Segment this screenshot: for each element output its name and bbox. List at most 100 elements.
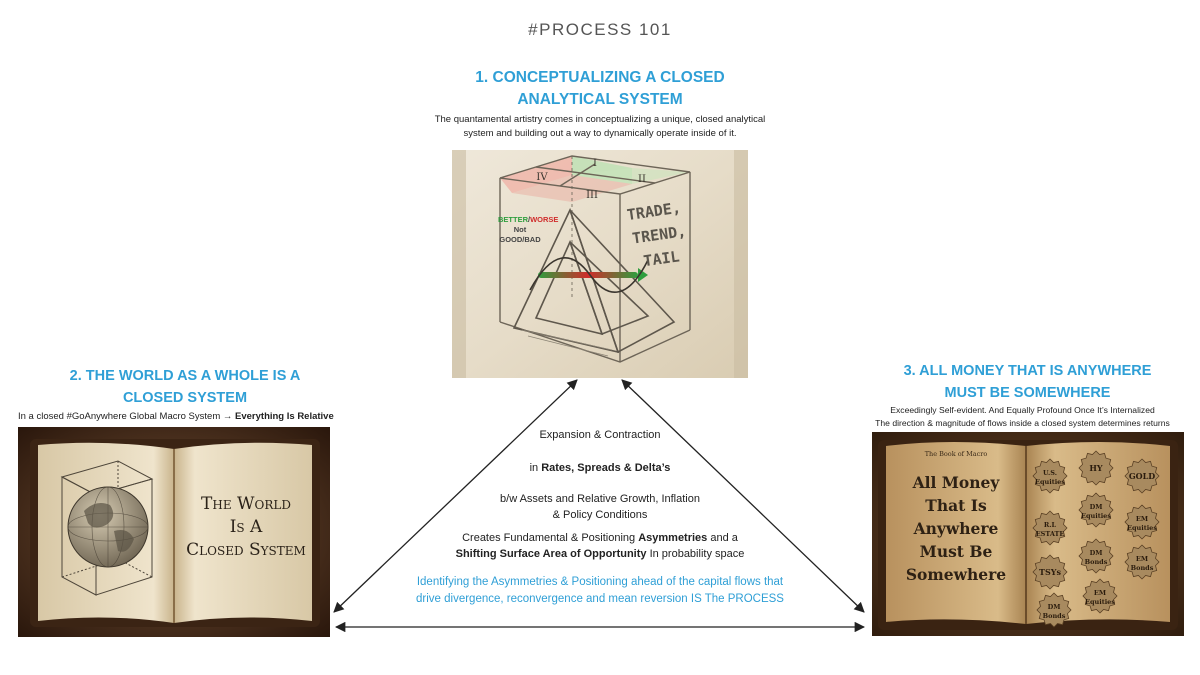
money-line2: That Is	[925, 496, 987, 515]
section1-heading: 1. CONCEPTUALIZING A CLOSED ANALYTICAL S…	[400, 67, 800, 111]
gear-label: Bonds	[1085, 558, 1108, 566]
money-line3: Anywhere	[913, 519, 999, 538]
gear-label: U.S.	[1043, 469, 1057, 477]
center-line4a: Creates Fundamental & Positioning Asymme…	[330, 530, 870, 546]
gear-label: DM	[1048, 603, 1061, 611]
asset-gear: U.S.Equities	[1032, 458, 1068, 494]
numeral-iv: IV	[536, 172, 548, 183]
center-line5: Identifying the Asymmetries & Positionin…	[330, 574, 870, 608]
center-line3a: b/w Assets and Relative Growth, Inflatio…	[500, 493, 700, 505]
gear-label: Equities	[1085, 598, 1115, 606]
numeral-i: I	[593, 158, 597, 169]
center-line4-suffix: In probability space	[646, 548, 745, 560]
gear-shape	[1032, 458, 1068, 494]
center-line5a: Identifying the Asymmetries & Positionin…	[416, 576, 784, 588]
center-line4-bold2: Shifting Surface Area of Opportunity	[455, 548, 647, 560]
center-line2-prefix: in	[529, 462, 542, 474]
not-label: Not	[514, 225, 527, 234]
center-line5b: drive divergence, reconvergence and mean…	[416, 593, 784, 605]
gear-shape	[1036, 592, 1072, 628]
gear-label: Equities	[1035, 478, 1065, 486]
center-line2-bold: Rates, Spreads & Delta’s	[541, 462, 671, 474]
section3-heading-line1: 3. ALL MONEY THAT IS ANYWHERE	[903, 363, 1152, 379]
gear-label: Equities	[1127, 524, 1157, 532]
gear-label: GOLD	[1129, 471, 1155, 481]
section2-heading: 2. THE WORLD AS A WHOLE IS A CLOSED SYST…	[30, 365, 340, 409]
world-line1: The World	[201, 494, 291, 514]
gear-label: DM	[1090, 503, 1103, 511]
numeral-ii: II	[638, 174, 646, 185]
gear-label: R.L	[1044, 521, 1057, 529]
gear-label: EM	[1136, 555, 1148, 563]
worse-label: WORSE	[530, 215, 558, 224]
asset-gear: TSYs	[1032, 554, 1068, 590]
good-bad-label: GOOD/BAD	[499, 235, 541, 244]
better-worse-label: BETTER/WORSE	[498, 215, 558, 224]
world-line3: Closed System	[186, 540, 306, 560]
money-line4: Must Be	[920, 542, 993, 561]
section1-desc-line1: The quantamental artistry comes in conce…	[434, 114, 766, 125]
gear-shape	[1124, 458, 1160, 494]
section1-heading-line1: 1. CONCEPTUALIZING A CLOSED	[475, 69, 725, 86]
gear-label: EM	[1136, 515, 1148, 523]
gear-shape	[1124, 544, 1160, 580]
center-line2: in Rates, Spreads & Delta’s	[330, 460, 870, 476]
page-title: #PROCESS 101	[528, 20, 672, 39]
section2-description: In a closed #GoAnywhere Global Macro Sys…	[18, 410, 378, 424]
section2-desc-prefix: In a closed #GoAnywhere Global Macro Sys…	[18, 411, 236, 422]
gear-shape	[1124, 504, 1160, 540]
section2-heading-line1: 2. THE WORLD AS A WHOLE IS A	[69, 368, 301, 384]
better-label: BETTER	[498, 215, 529, 224]
world-book-image: The World Is A Closed System	[18, 427, 330, 637]
book-of-macro-image: The Book of Macro All Money That Is Anyw…	[872, 432, 1184, 636]
center-line1: Expansion & Contraction	[539, 429, 661, 441]
section3-desc-line2: The direction & magnitude of flows insid…	[875, 418, 1170, 428]
numeral-iii: III	[586, 190, 598, 201]
asset-gear: GOLD	[1124, 458, 1160, 494]
gear-shape	[1032, 510, 1068, 546]
gear-label: HY	[1089, 463, 1103, 473]
center-line4-bold1: Asymmetries	[638, 532, 708, 544]
section1-desc-line2: system and building out a way to dynamic…	[463, 128, 737, 139]
gear-shape	[1082, 578, 1118, 614]
gear-label: Bonds	[1131, 564, 1154, 572]
center-line3: b/w Assets and Relative Growth, Inflatio…	[330, 491, 870, 523]
gear-shape	[1078, 450, 1114, 486]
center-line4b: Shifting Surface Area of Opportunity In …	[330, 546, 870, 562]
closed-system-cube-image: I II III IV BETTER/WORSE Not GOOD/BAD TR…	[452, 150, 748, 378]
gear-label: DM	[1090, 549, 1103, 557]
gear-label: Equities	[1081, 512, 1111, 520]
center-line4: Creates Fundamental & Positioning Asymme…	[330, 530, 870, 562]
section2-heading-line2: CLOSED SYSTEM	[122, 390, 248, 406]
gear-label: TSYs	[1039, 567, 1061, 577]
gear-label: EM	[1094, 589, 1106, 597]
gear-label: Bonds	[1043, 612, 1066, 620]
gear-shape	[1078, 492, 1114, 528]
section3-desc-line1: Exceedingly Self-evident. And Equally Pr…	[890, 405, 1155, 415]
gear-label: ESTATE	[1036, 530, 1065, 538]
section2-desc-bold: Everything Is Relative	[235, 411, 334, 422]
money-line1: All Money	[912, 473, 1001, 492]
book-title: The Book of Macro	[925, 450, 988, 458]
center-line4-mid: and a	[707, 532, 738, 544]
section3-heading: 3. ALL MONEY THAT IS ANYWHERE MUST BE SO…	[875, 360, 1180, 404]
section1-heading-line2: ANALYTICAL SYSTEM	[517, 91, 683, 108]
center-line4-prefix: Creates Fundamental & Positioning	[462, 532, 639, 544]
section1-description: The quantamental artistry comes in conce…	[400, 113, 800, 141]
tail-label: TAIL	[642, 247, 680, 270]
money-line5: Somewhere	[906, 565, 1006, 584]
center-line3b: & Policy Conditions	[552, 509, 648, 521]
section3-heading-line2: MUST BE SOMEWHERE	[944, 385, 1111, 401]
section3-description: Exceedingly Self-evident. And Equally Pr…	[860, 404, 1185, 430]
asset-gear: HY	[1078, 450, 1114, 486]
slash-label: /	[528, 215, 531, 224]
gear-shape	[1078, 538, 1114, 574]
gear-shape	[1032, 554, 1068, 590]
